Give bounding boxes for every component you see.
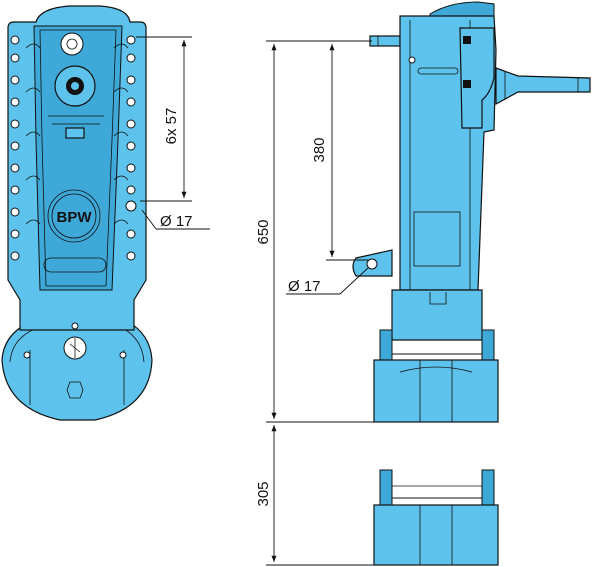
spacing-dimension-label: 6x 57: [163, 108, 180, 145]
bpw-logo: BPW: [47, 189, 101, 243]
total-height-label: 650: [255, 219, 272, 244]
upper-dimension-label: 380: [311, 137, 328, 162]
front-view: BPW: [1, 5, 153, 421]
foot-plate: [1, 317, 153, 421]
front-label-slot: [43, 257, 107, 273]
side-gearbox: [459, 27, 495, 129]
top-cap: [429, 1, 495, 17]
top-shaft-hole: [60, 32, 84, 56]
side-hole: [366, 258, 378, 270]
front-inner-panel: [33, 25, 123, 291]
lower-dimension-label: 305: [255, 481, 272, 506]
left-hole-column: [10, 35, 20, 261]
right-hole-column: [125, 35, 137, 261]
logo-text: BPW: [57, 209, 93, 226]
side-hole-diameter-label: Ø 17: [288, 278, 321, 295]
left-shaft: [369, 35, 401, 47]
front-dimensions: 6x 57 Ø 17: [136, 36, 210, 230]
side-dimensions: 650 380 305 Ø 17: [255, 40, 374, 566]
left-bracket: [379, 329, 393, 363]
right-bracket: [481, 329, 495, 363]
lower-foot-view: [373, 469, 499, 566]
upper-foot: [373, 359, 499, 423]
side-lower-tube: [391, 289, 483, 341]
side-label-plate: [413, 211, 461, 267]
lower-foot: [373, 504, 499, 566]
side-view: [352, 1, 591, 423]
crank-shaft: [495, 67, 591, 106]
small-bracket: [65, 127, 85, 139]
front-hole-diameter-label: Ø 17: [160, 213, 193, 230]
